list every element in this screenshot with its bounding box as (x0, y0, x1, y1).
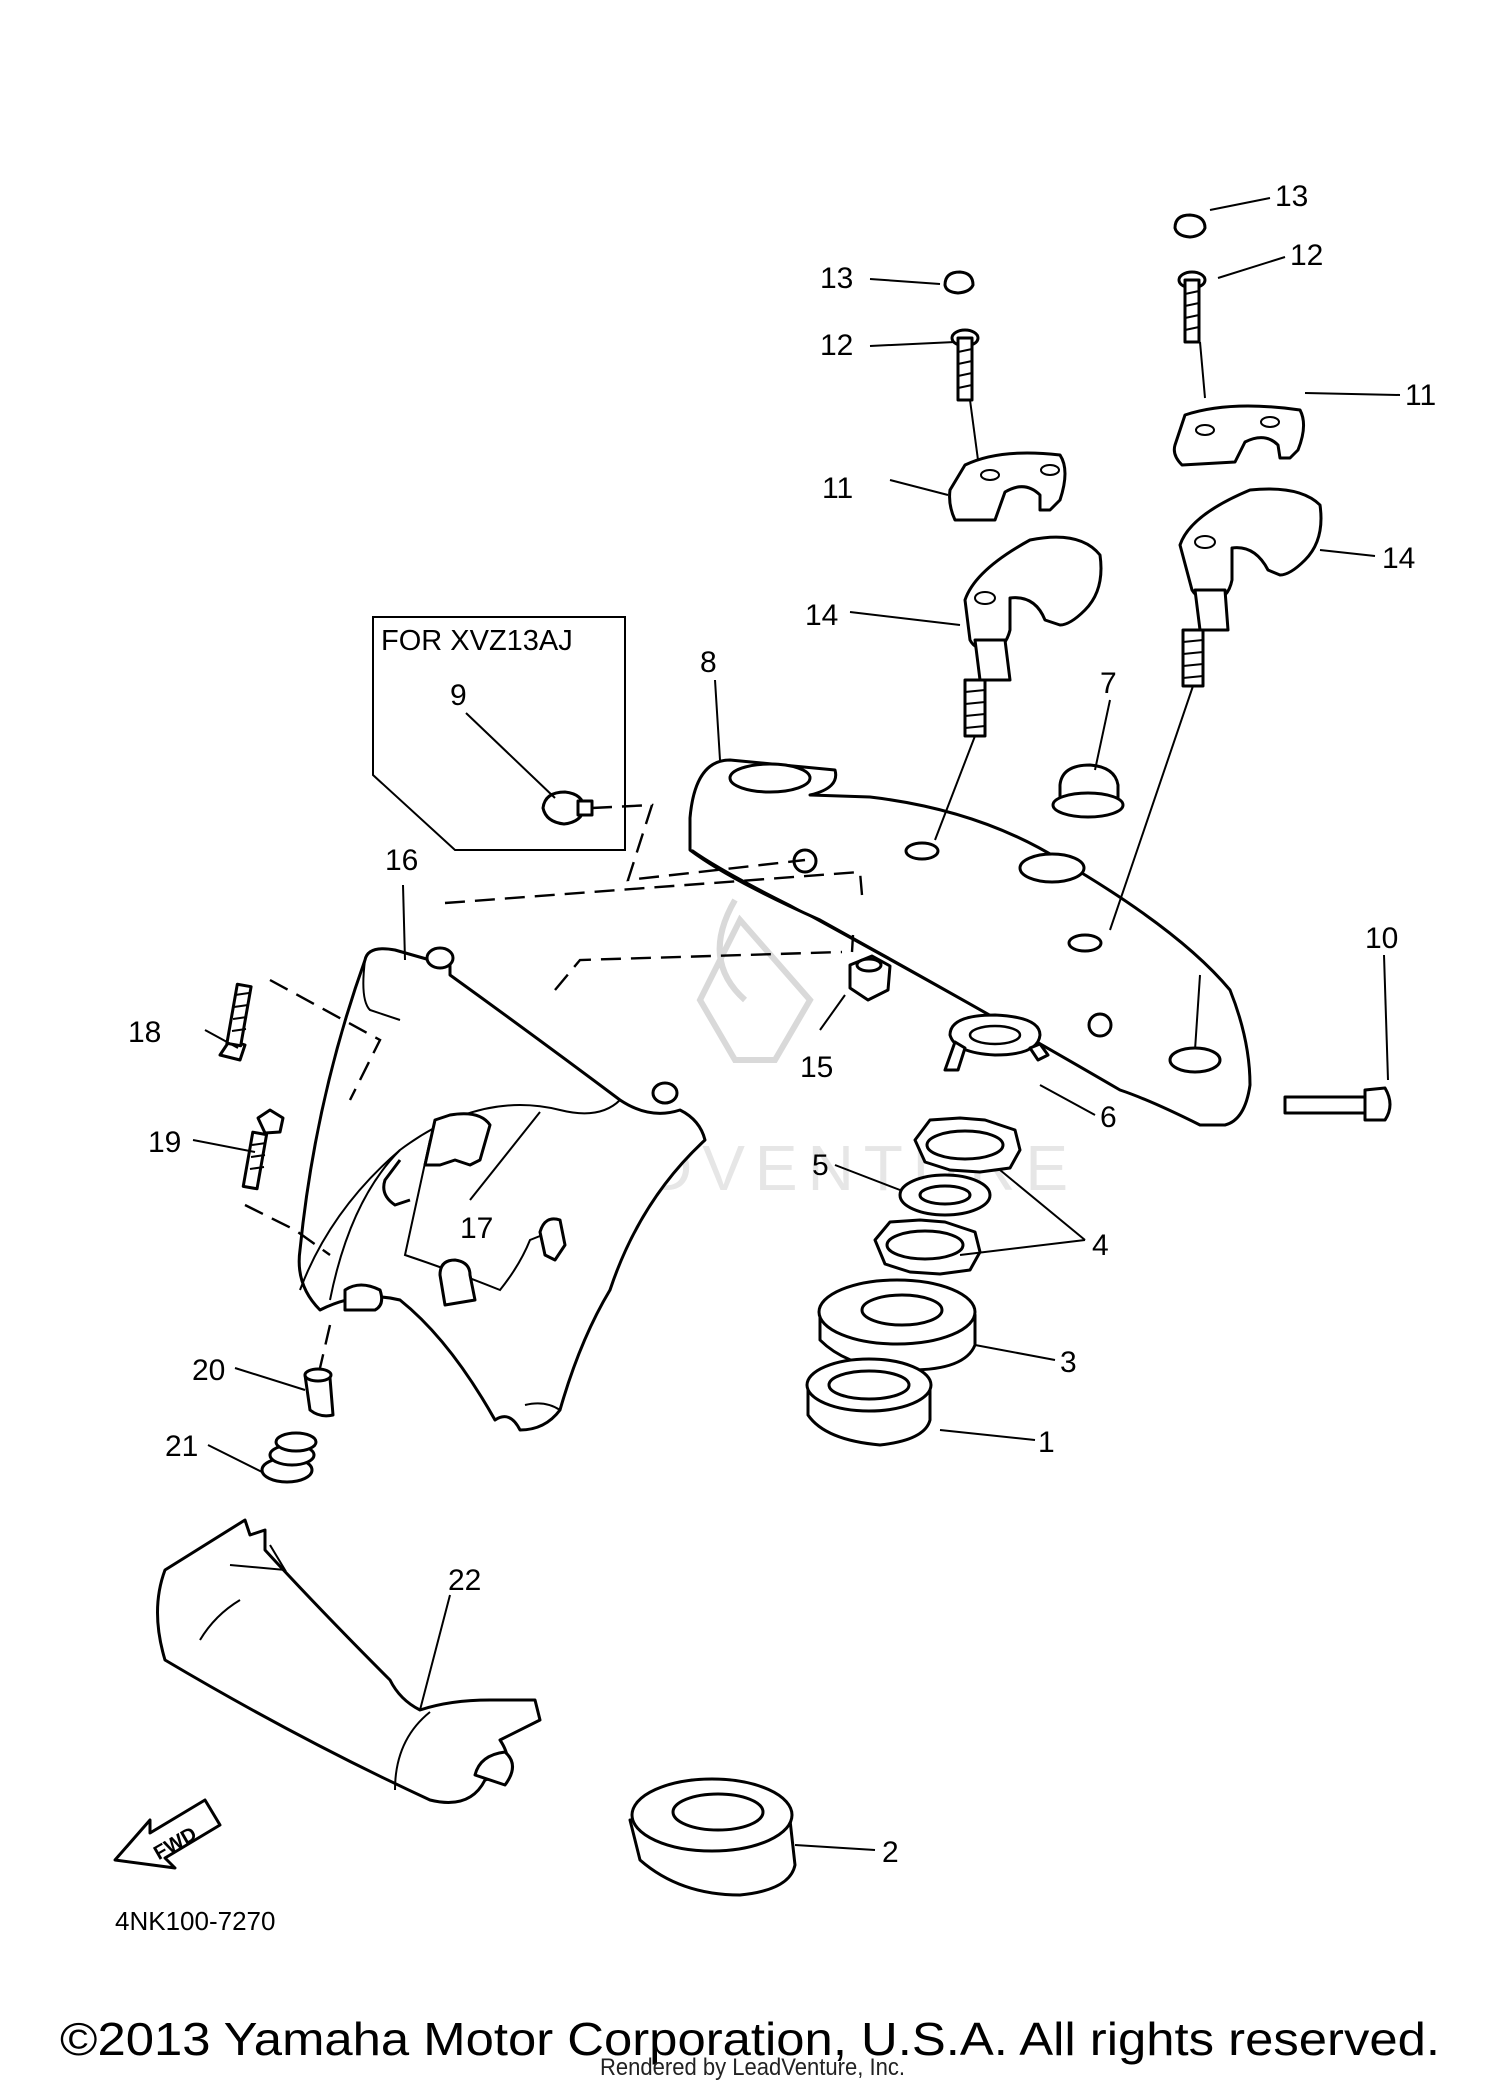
part-16-cover (297, 946, 707, 1432)
leader-lines (192, 197, 1401, 1851)
part-6-washer (943, 1013, 1050, 1072)
part-5-washer (898, 1173, 992, 1217)
variant-inset-box: FOR XVZ13AJ (372, 616, 626, 851)
callout-7: 7 (1100, 667, 1117, 700)
rendered-by-credit: Rendered by LeadVenture, Inc. (600, 2054, 905, 2080)
callout-10: 10 (1365, 922, 1398, 955)
part-9-cap (541, 790, 594, 826)
part-8-upper-bracket (688, 758, 1252, 1127)
callout-9: 9 (450, 679, 467, 712)
part-18-bolt (218, 982, 253, 1062)
callout-15: 15 (800, 1051, 833, 1084)
part-1-bearing (805, 1357, 933, 1447)
copyright-notice: ©2013 Yamaha Motor Corporation, U.S.A. A… (60, 2013, 1440, 2065)
right-handlebar-holder (1109, 213, 1323, 931)
callout-8: 8 (700, 646, 717, 679)
callout-2: 2 (882, 1836, 899, 1869)
callout-18: 18 (128, 1016, 161, 1049)
part-2-bearing-seal (628, 1777, 797, 1897)
callout-4: 4 (1092, 1229, 1109, 1262)
part-15-nut (848, 954, 892, 1002)
callout-21: 21 (165, 1430, 198, 1463)
left-handlebar-holder (934, 270, 1103, 841)
part-7-cap-bolt (1051, 763, 1125, 819)
callout-16: 16 (385, 844, 418, 877)
dashed-reference-lines (244, 803, 864, 1369)
callout-14-left: 14 (805, 599, 838, 632)
callout-6: 6 (1100, 1101, 1117, 1134)
callout-12-left: 12 (820, 329, 853, 362)
callout-5: 5 (812, 1149, 829, 1182)
callout-11-right: 11 (1405, 379, 1436, 412)
part-19-bolt (241, 1108, 285, 1191)
part-20-collar (303, 1367, 335, 1418)
callout-22: 22 (448, 1564, 481, 1597)
part-4-ring-nut-upper (913, 1116, 1022, 1174)
callout-20: 20 (192, 1354, 225, 1387)
callout-11-left: 11 (822, 472, 853, 505)
callout-13-left: 13 (820, 262, 853, 295)
part-3-bearing (817, 1278, 977, 1372)
callout-3: 3 (1060, 1346, 1077, 1379)
callout-labels: 1 2 3 4 5 6 7 8 9 10 11 11 12 12 13 13 1… (128, 180, 1436, 1869)
callout-19: 19 (148, 1126, 181, 1159)
callout-17: 17 (460, 1212, 493, 1245)
callout-1: 1 (1038, 1426, 1055, 1459)
fwd-arrow-icon: FWD (113, 1798, 222, 1870)
callout-13-right: 13 (1275, 180, 1308, 213)
callout-12-right: 12 (1290, 239, 1323, 272)
box-title: FOR XVZ13AJ (381, 625, 573, 657)
part-21-grommet (260, 1431, 318, 1484)
part-10-bolt (1283, 1086, 1392, 1122)
diagram-code: 4NK100-7270 (115, 1906, 275, 1936)
part-22-cover (156, 1518, 542, 1804)
part-4-ring-nut-lower (873, 1218, 982, 1276)
callout-14-right: 14 (1382, 542, 1415, 575)
